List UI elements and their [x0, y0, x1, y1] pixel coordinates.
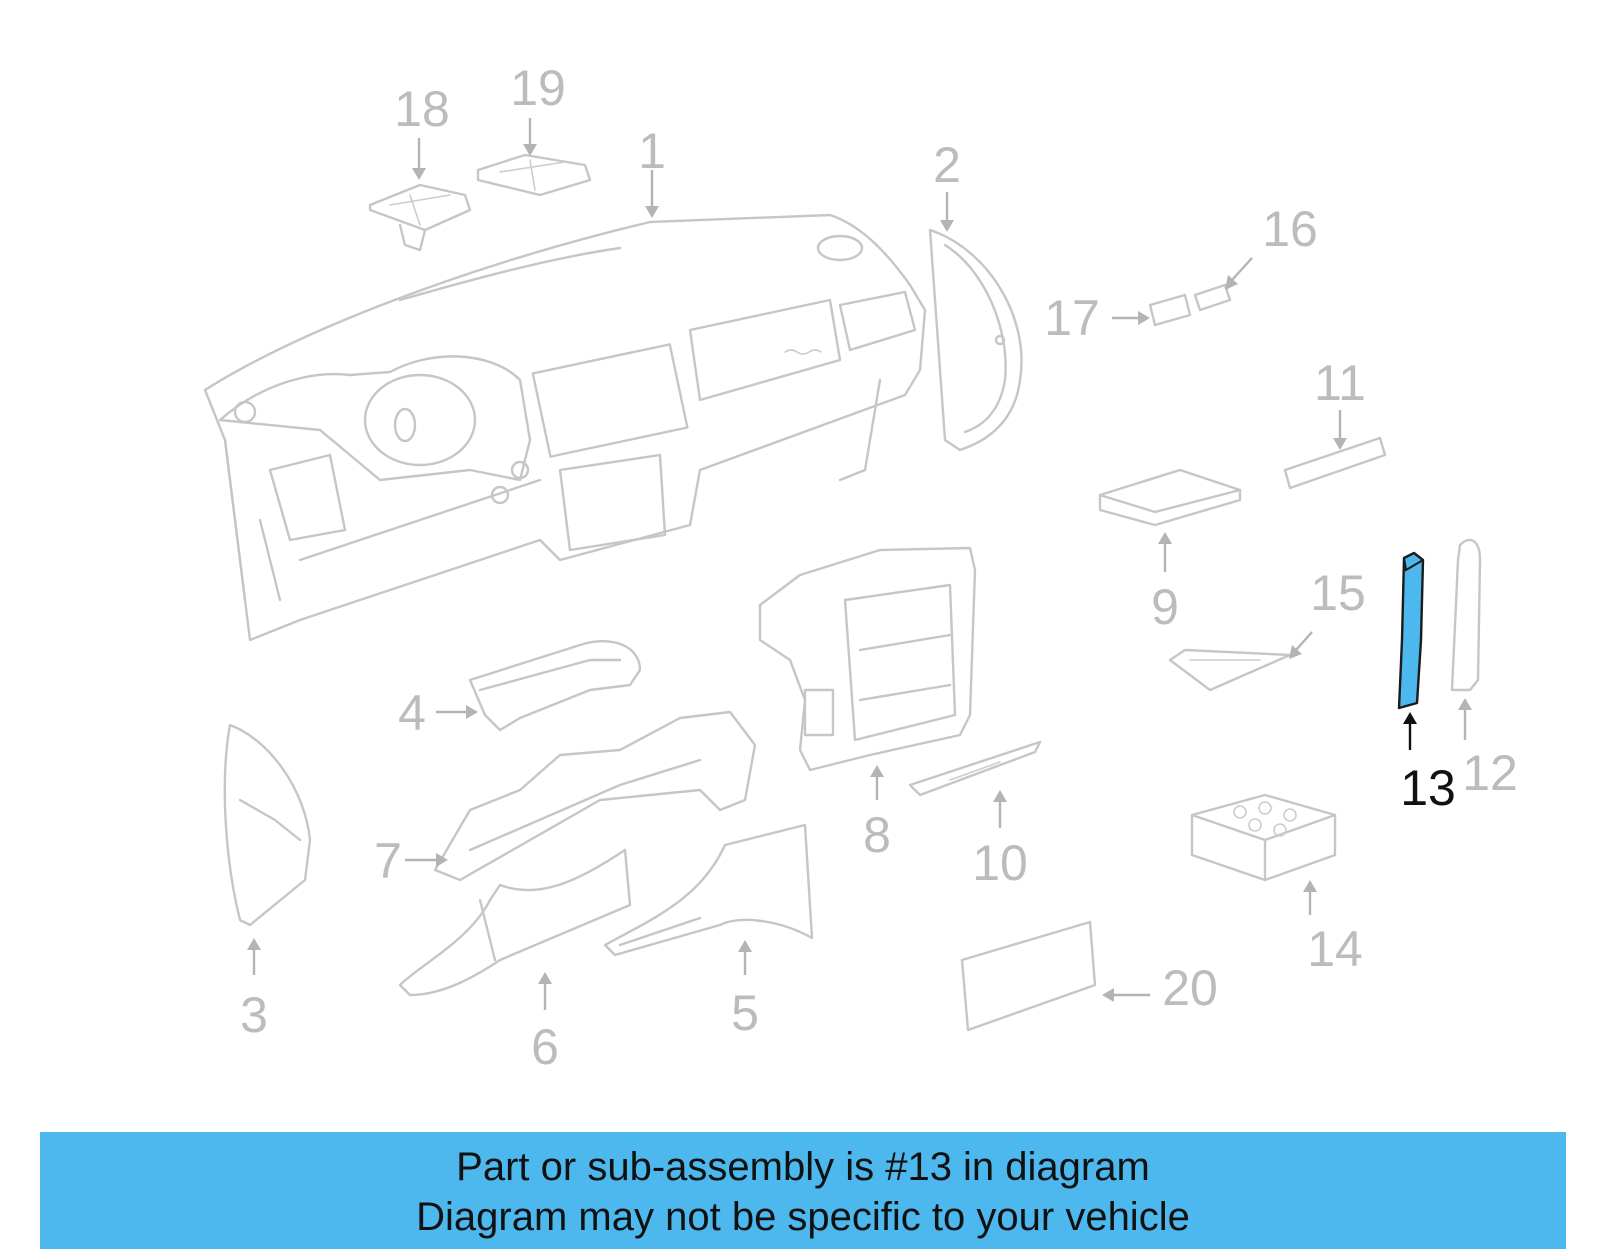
callout-11[interactable]: 11 [1314, 355, 1366, 411]
part-13-trim [1397, 551, 1425, 710]
callout-13[interactable]: 13 [1400, 760, 1456, 816]
arrow-4 [466, 705, 478, 719]
callout-18[interactable]: 18 [394, 81, 450, 137]
info-banner: Part or sub-assembly is #13 in diagram D… [40, 1132, 1566, 1249]
callout-8[interactable]: 8 [863, 807, 891, 863]
arrow-5 [738, 940, 752, 952]
part-6-knee-panel [398, 848, 632, 997]
part-7-lower-trim [433, 710, 757, 882]
arrow-3 [247, 938, 261, 950]
arrow-1 [645, 206, 659, 218]
arrow-16 [1225, 275, 1238, 290]
part-18-vent [368, 183, 472, 252]
callout-1[interactable]: 1 [638, 123, 666, 179]
arrow-20 [1102, 988, 1114, 1002]
callout-6[interactable]: 6 [531, 1019, 559, 1075]
callout-9[interactable]: 9 [1151, 579, 1179, 635]
callout-2[interactable]: 2 [933, 137, 961, 193]
callout-17[interactable]: 17 [1044, 290, 1100, 346]
leader-16 [1231, 257, 1253, 281]
callout-12[interactable]: 12 [1462, 745, 1518, 801]
callout-labels: 1 2 3 4 5 6 7 8 9 10 11 12 13 14 15 16 1… [240, 60, 1518, 1075]
callout-19[interactable]: 19 [510, 60, 566, 116]
part-5-side-panel [603, 823, 814, 957]
part-12-pillar-trim [1450, 538, 1482, 692]
part-17-knob [1148, 293, 1192, 327]
part-9-module [1098, 468, 1242, 527]
part-19-vent [476, 153, 592, 197]
arrow-2 [940, 220, 954, 232]
part-8-center-stack [758, 546, 977, 772]
arrow-12 [1458, 698, 1472, 710]
arrow-15 [1289, 645, 1302, 659]
arrow-17 [1138, 311, 1150, 325]
arrow-13 [1403, 712, 1417, 724]
callout-14[interactable]: 14 [1307, 921, 1363, 977]
arrow-8 [870, 765, 884, 777]
part-20-panel [960, 920, 1097, 1032]
callout-15[interactable]: 15 [1310, 565, 1366, 621]
part-11-small-trim [1283, 436, 1387, 490]
arrow-18 [412, 168, 426, 180]
parts-diagram: 1 2 3 4 5 6 7 8 9 10 11 12 13 14 15 16 1… [203, 60, 1518, 1075]
arrow-10 [993, 790, 1007, 802]
banner-line-2: Diagram may not be specific to your vehi… [416, 1195, 1190, 1239]
part-10-trim-strip [908, 740, 1042, 797]
arrow-11 [1333, 438, 1347, 450]
leader-15 [1295, 631, 1313, 651]
banner-line-1: Part or sub-assembly is #13 in diagram [456, 1145, 1150, 1189]
arrow-19 [523, 144, 537, 156]
callout-20[interactable]: 20 [1162, 960, 1218, 1016]
part-1-dashboard [203, 213, 927, 642]
part-2-end-cap [928, 228, 1023, 452]
part-3-left-cap [223, 723, 312, 927]
arrow-7 [436, 853, 448, 867]
callout-16[interactable]: 16 [1262, 201, 1318, 257]
arrow-9 [1158, 532, 1172, 544]
arrow-14 [1303, 880, 1317, 892]
callout-5[interactable]: 5 [731, 985, 759, 1041]
callout-3[interactable]: 3 [240, 987, 268, 1043]
arrow-6 [538, 972, 552, 984]
part-4-bracket [468, 640, 642, 732]
callout-7[interactable]: 7 [374, 833, 402, 889]
callout-10[interactable]: 10 [972, 835, 1028, 891]
part-14-storage-box [1190, 793, 1337, 882]
part-15-cover [1168, 648, 1292, 692]
callout-4[interactable]: 4 [398, 685, 426, 741]
leader-lines [247, 118, 1472, 1010]
part-16-knob [1193, 283, 1232, 312]
